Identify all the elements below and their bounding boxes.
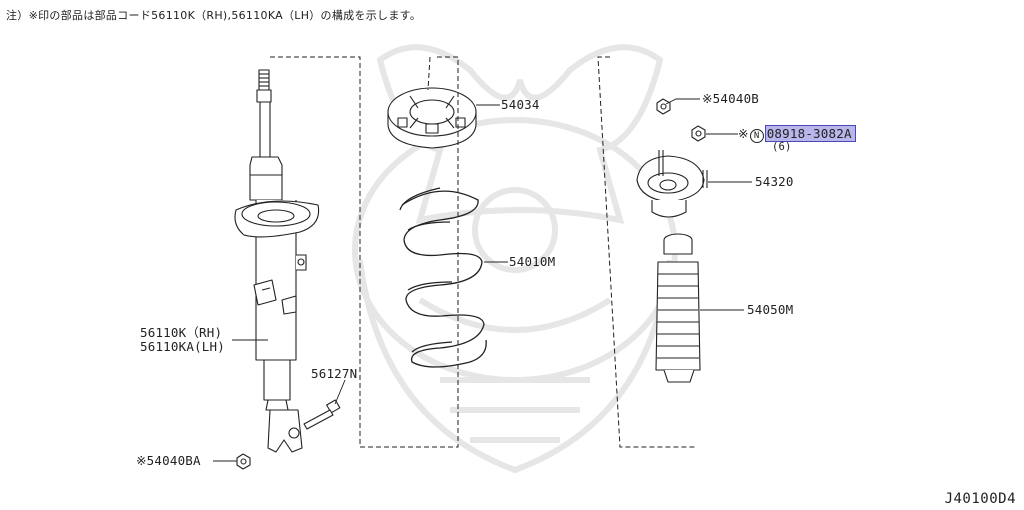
diagram-note: 注）※印の部品は部品コード56110K（RH),56110KA（LH）の構成を示… [6,9,422,22]
bolt-56127n [303,399,341,430]
diagram-code: J40100D4 [944,491,1016,507]
leader-lines [213,98,752,462]
label-54040b[interactable]: ※54040B [702,91,760,106]
watermark-logo [352,44,678,474]
coil-spring-54010m [399,187,487,368]
label-54050m[interactable]: 54050M [747,302,794,317]
nut-54040ba [236,453,251,470]
circle-n-icon: N [749,129,764,143]
label-54320[interactable]: 54320 [755,174,794,189]
label-56110ka[interactable]: 56110KA(LH) [140,339,225,354]
dust-boot-54050m [655,233,701,383]
group-outlines [270,56,695,448]
label-56110k[interactable]: 56110K（RH) [140,325,223,340]
nut-54040b [656,98,671,115]
label-08918-prefix: ※ [738,126,749,141]
label-54034[interactable]: 54034 [501,97,540,112]
label-54010m[interactable]: 54010M [509,254,556,269]
label-56127n[interactable]: 56127N [311,366,358,381]
strut-mount-54320 [636,150,708,218]
label-54040ba[interactable]: ※54040BA [136,453,201,468]
label-08918[interactable]: 08918-3082A [764,125,856,142]
nut-08918 [691,125,706,142]
strut-assembly [234,69,320,453]
spring-seat-54034 [387,87,477,149]
label-08918-qty: (6) [772,141,792,153]
